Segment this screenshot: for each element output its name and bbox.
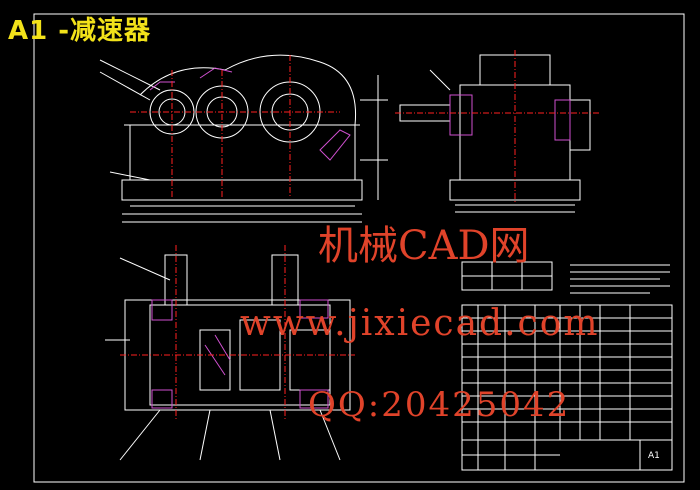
front-view-centerlines <box>130 55 340 198</box>
spec-table <box>461 261 670 294</box>
watermark-brand: 机械CAD网 <box>318 223 530 269</box>
drawing-title: A1 -减速器 <box>8 16 152 46</box>
side-view-centerlines <box>395 50 600 202</box>
top-view-hatch <box>151 299 329 409</box>
top-view-centerlines <box>120 245 355 420</box>
watermark-qq: QQ:20425042 <box>308 385 571 425</box>
drawing-frame <box>33 13 685 483</box>
front-view-cover <box>139 54 357 126</box>
side-view <box>399 54 591 213</box>
title-block-sheet-size: A1 <box>648 451 660 461</box>
front-view-hatch <box>149 67 351 161</box>
front-view-housing <box>129 124 356 181</box>
side-view-hatch <box>449 94 571 141</box>
watermark-url: www.jixiecad.com <box>240 303 600 344</box>
parts-list <box>461 304 673 471</box>
top-section-view <box>105 254 351 461</box>
front-view <box>99 54 388 223</box>
front-view-base <box>121 179 363 201</box>
